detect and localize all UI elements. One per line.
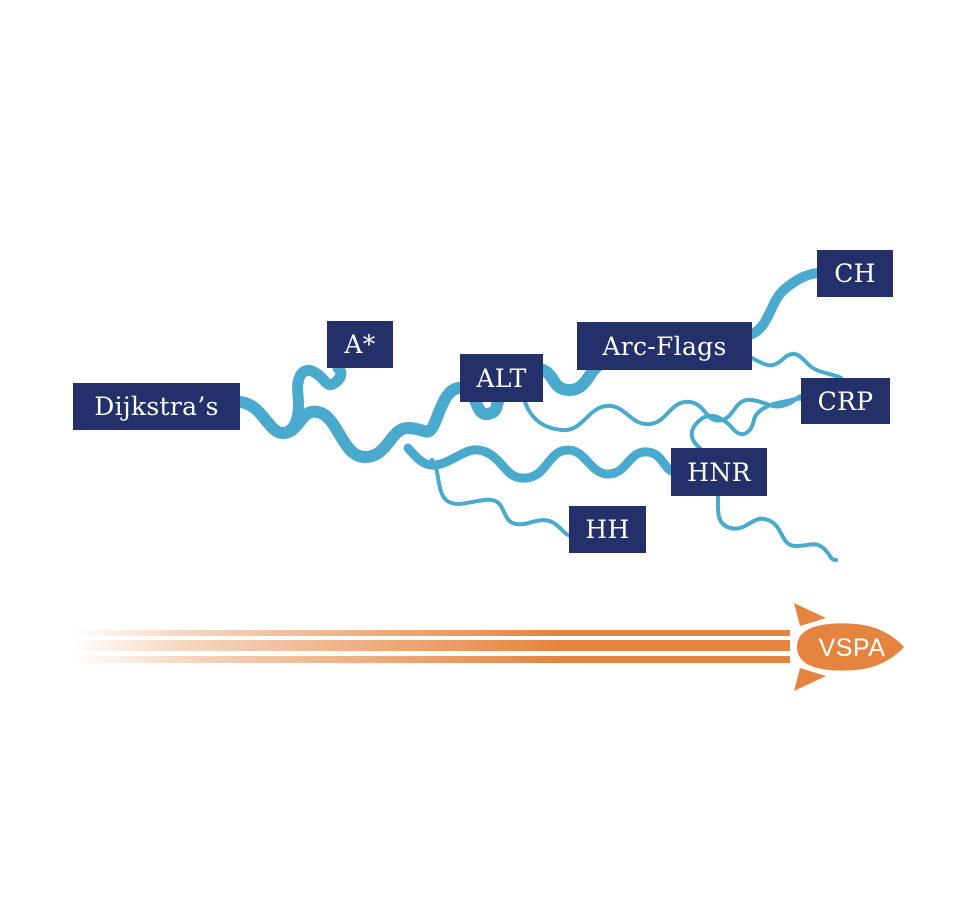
node-label: CH: [834, 259, 876, 288]
edge-arcflags-ch: [747, 268, 823, 339]
edge-dijkstra-hh: [430, 458, 572, 538]
branch-lines: [234, 268, 844, 562]
rocket-body: [797, 623, 904, 671]
node-hh: HH: [569, 506, 646, 553]
node-alt: ALT: [460, 354, 543, 402]
node-dijkstra: Dijkstra’s: [73, 383, 240, 430]
trail-stripe-bottom: [70, 656, 790, 663]
node-label: Arc-Flags: [602, 331, 727, 361]
rocket-fin-bottom: [794, 668, 826, 691]
node-label: Dijkstra’s: [94, 392, 219, 421]
edge-alt-arcflags: [537, 360, 604, 397]
node-label: HNR: [687, 457, 751, 487]
vspa-label: VSPA: [818, 633, 886, 662]
trail-stripe-top: [70, 630, 790, 636]
trail-stripe-middle: [70, 640, 790, 651]
node-label: A*: [344, 330, 376, 359]
node-crp: CRP: [801, 378, 890, 424]
node-astar: A*: [327, 321, 393, 368]
vspa-rocket: [70, 603, 904, 691]
edge-arcflags-crp: [750, 351, 844, 382]
node-label: HH: [585, 515, 630, 544]
node-hnr: HNR: [671, 448, 767, 496]
node-ch: CH: [817, 250, 893, 297]
node-arc-flags: Arc-Flags: [577, 322, 752, 370]
edge-hnr-crp: [689, 396, 803, 450]
edge-dijkstra-hnr: [403, 443, 681, 483]
node-label: CRP: [817, 386, 874, 416]
edge-dijkstra-alt: [234, 381, 504, 463]
node-label: ALT: [476, 363, 527, 393]
edge-hnr-open: [715, 494, 838, 562]
rocket-fin-top: [794, 603, 826, 626]
